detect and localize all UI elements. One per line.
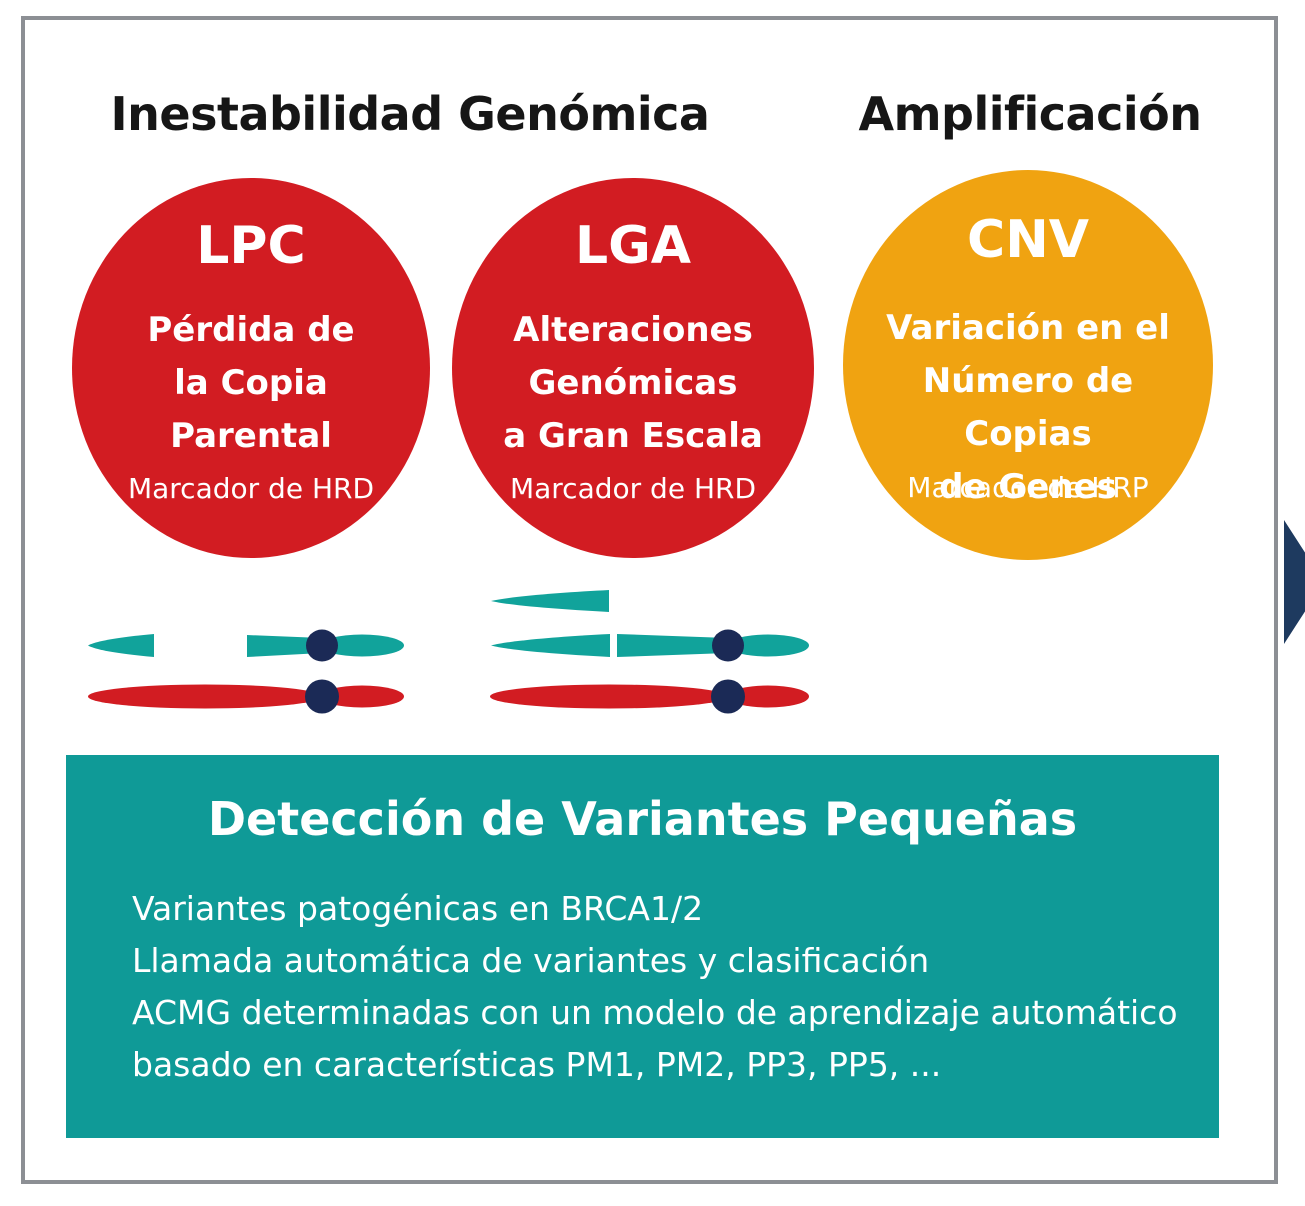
circle-lpc-description: Pérdida de la Copia Parental — [147, 310, 355, 456]
circle-cnv-description: Variación en el Número de Copias de Gene… — [886, 308, 1170, 507]
heading-amplification: Amplificación — [858, 87, 1202, 141]
heading-genomic-instability: Inestabilidad Genómica — [110, 87, 710, 141]
circle-lpc-marker: Marcador de HRD — [127, 472, 375, 505]
lga-teal-segment-left — [491, 634, 610, 657]
arrow-right-icon — [1284, 520, 1305, 644]
lga-chromosome-pair — [490, 590, 809, 714]
lga-red-arm-short — [727, 685, 809, 708]
circle-lga: LGA Alteraciones Genómicas a Gran Escala… — [452, 178, 814, 558]
lpc-chromosome-pair — [88, 629, 404, 714]
small-variants-line: basado en características PM1, PM2, PP3,… — [132, 1045, 942, 1084]
small-variants-list: Variantes patogénicas en BRCA1/2 Llamada… — [132, 883, 1192, 1091]
circle-cnv: CNV Variación en el Número de Copias de … — [843, 170, 1213, 560]
circle-cnv-marker: Marcador de HRP — [907, 471, 1149, 504]
circle-cnv-abbr: CNV — [967, 210, 1089, 270]
circle-lga-description: Alteraciones Genómicas a Gran Escala — [503, 310, 763, 456]
lpc-red-centromere — [305, 679, 339, 714]
circle-lga-abbr: LGA — [574, 216, 692, 276]
small-variants-title: Detección de Variantes Pequeñas — [207, 792, 1078, 846]
small-variants-line: Llamada automática de variantes y clasif… — [132, 941, 930, 980]
lga-teal-segment-right — [617, 634, 728, 657]
lga-red-centromere — [711, 679, 745, 714]
lga-teal-centromere — [712, 629, 744, 662]
lpc-red-arm-short — [320, 685, 404, 708]
circle-lga-marker: Marcador de HRD — [509, 472, 757, 505]
small-variants-line: Variantes patogénicas en BRCA1/2 — [132, 889, 704, 928]
circle-lpc-abbr: LPC — [196, 216, 306, 276]
circle-lpc: LPC Pérdida de la Copia Parental Marcado… — [72, 178, 430, 558]
lga-red-arm-long — [490, 684, 728, 709]
lpc-teal-arm-short — [320, 634, 404, 657]
lpc-red-arm-long — [88, 684, 322, 709]
lga-teal-fragment-top — [491, 590, 609, 612]
lpc-teal-arm-long — [247, 635, 322, 657]
lga-teal-arm-short — [727, 634, 809, 657]
lpc-teal-centromere — [306, 629, 338, 662]
small-variants-panel: Detección de Variantes Pequeñas Variante… — [66, 755, 1219, 1138]
lpc-teal-fragment-left — [88, 634, 154, 657]
small-variants-line: ACMG determinadas con un modelo de apren… — [132, 993, 1178, 1032]
